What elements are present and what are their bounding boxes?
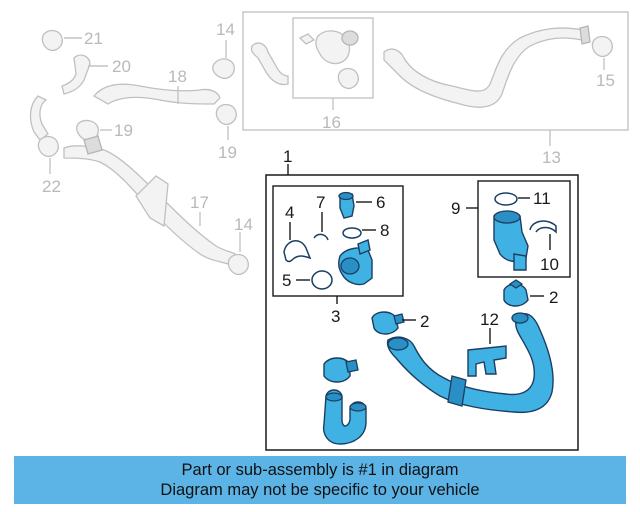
part-5-oring bbox=[311, 270, 333, 290]
parts-diagram: 21 20 18 19 22 17 14 19 14 15 16 13 1 3 … bbox=[29, 11, 629, 451]
part-13-hose-left bbox=[250, 42, 289, 86]
part-16-bolt bbox=[298, 33, 316, 45]
callout-14-lower: 14 bbox=[234, 215, 253, 234]
part-18-hose bbox=[93, 83, 221, 105]
part-21-clamp bbox=[41, 29, 63, 52]
main-hose-sleeve bbox=[447, 375, 467, 407]
callout-11: 11 bbox=[533, 189, 551, 208]
callout-13: 13 bbox=[542, 148, 561, 167]
part-14-clamp-lower bbox=[227, 253, 249, 276]
part-20-hose bbox=[61, 54, 91, 95]
part-15-clamp bbox=[591, 35, 613, 58]
assembly-1: 1 3 9 6 7 4 8 5 bbox=[265, 147, 579, 451]
part-2-clamp-middle bbox=[371, 311, 399, 335]
part-12-bracket bbox=[467, 345, 507, 377]
callout-9: 9 bbox=[451, 199, 460, 218]
callout-17: 17 bbox=[190, 193, 209, 212]
callout-18: 18 bbox=[168, 67, 187, 86]
lower-u-hose-end-left bbox=[325, 392, 343, 402]
part-22-clamp bbox=[37, 135, 59, 158]
part-4-bracket bbox=[283, 240, 312, 263]
lower-clamp-tab bbox=[345, 359, 359, 373]
callout-8: 8 bbox=[380, 221, 389, 240]
part-16-valve-port bbox=[341, 30, 359, 46]
part-17-bracket bbox=[135, 175, 169, 228]
part-8-oring bbox=[342, 227, 362, 239]
context-parts bbox=[29, 11, 629, 276]
context-callouts: 21 20 18 19 22 17 14 19 14 15 16 13 bbox=[42, 20, 615, 234]
part-16-valve bbox=[315, 30, 351, 65]
callout-6: 6 bbox=[376, 193, 385, 212]
callout-1: 1 bbox=[283, 147, 292, 166]
part-9-housing-outlet bbox=[513, 253, 527, 271]
part-6-valve-cap bbox=[338, 191, 354, 201]
banner-line-2: Diagram may not be specific to your vehi… bbox=[160, 481, 480, 499]
callout-15: 15 bbox=[596, 71, 615, 90]
subassembly-9-box bbox=[477, 180, 571, 278]
info-banner: Part or sub-assembly is #1 in diagram Di… bbox=[14, 456, 626, 504]
part-10-clip bbox=[529, 220, 557, 234]
part-19-clamp-right bbox=[215, 103, 237, 126]
main-hose-end-left bbox=[387, 337, 409, 351]
main-hose-end-top bbox=[511, 312, 529, 324]
callout-7: 7 bbox=[316, 193, 325, 212]
part-11-seal bbox=[494, 192, 518, 206]
callout-16: 16 bbox=[322, 113, 341, 132]
assembly-1-box bbox=[265, 174, 579, 451]
subassembly-3-box bbox=[272, 185, 404, 297]
part-3-housing-neck bbox=[357, 239, 371, 255]
callout-4: 4 bbox=[285, 203, 294, 222]
part-13-long-hose bbox=[383, 27, 585, 108]
callout-3: 3 bbox=[331, 307, 340, 326]
part-3-housing-port bbox=[340, 257, 360, 275]
lower-u-hose-end-right bbox=[349, 402, 367, 412]
callout-2-right: 2 bbox=[549, 288, 558, 307]
part-13-box bbox=[242, 11, 629, 131]
callout-2-middle: 2 bbox=[420, 312, 429, 331]
callout-12: 12 bbox=[480, 310, 499, 329]
part-2-clamp-middle-tab bbox=[393, 313, 405, 325]
callout-10: 10 bbox=[540, 255, 559, 274]
banner-line-1: Part or sub-assembly is #1 in diagram bbox=[181, 461, 459, 479]
callout-20: 20 bbox=[112, 57, 131, 76]
callout-22: 22 bbox=[42, 177, 61, 196]
lower-clamp bbox=[323, 357, 351, 383]
part-7-clip bbox=[313, 233, 329, 241]
part-17-fitting bbox=[83, 135, 103, 155]
part-left-pipe bbox=[29, 95, 49, 141]
callout-21: 21 bbox=[84, 29, 103, 48]
callout-5: 5 bbox=[282, 271, 291, 290]
callout-19-left: 19 bbox=[114, 121, 133, 140]
part-2-clamp-right-tab bbox=[508, 279, 524, 289]
part-16-clamp bbox=[337, 67, 359, 90]
part-9-housing-port bbox=[493, 210, 521, 224]
callout-19-right: 19 bbox=[218, 143, 237, 162]
part-13-hose-end bbox=[579, 25, 591, 45]
callout-14-upper: 14 bbox=[216, 20, 235, 39]
part-14-clamp-upper bbox=[212, 58, 235, 80]
